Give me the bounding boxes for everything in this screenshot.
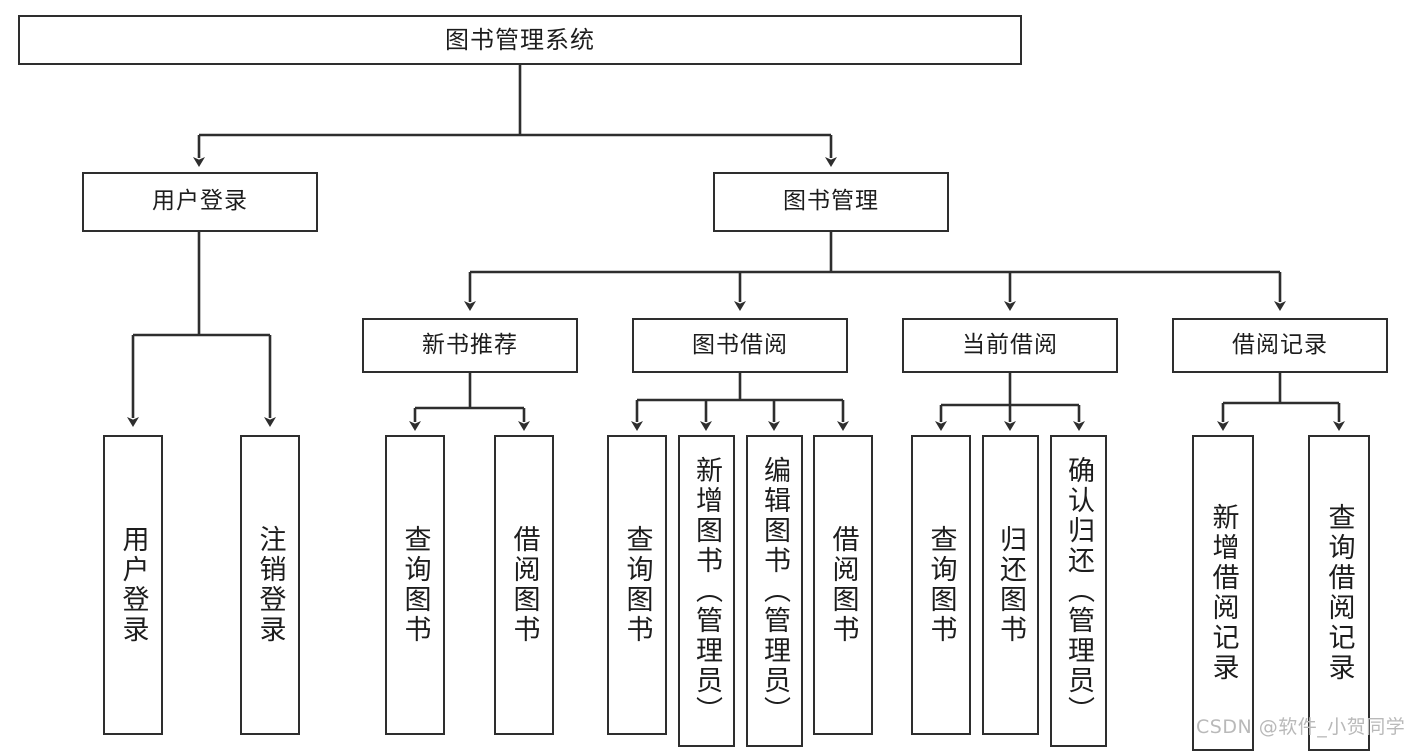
node-label: 编辑图书（管理员） — [759, 456, 790, 726]
node-label: 确认归还（管理员） — [1063, 456, 1094, 726]
node-leaf-user-login[interactable]: 用户登录 — [103, 435, 163, 735]
node-label: 查询图书 — [925, 525, 957, 645]
node-label: 当前借阅 — [962, 331, 1058, 358]
node-label: 借阅记录 — [1232, 331, 1328, 358]
node-new-book-recommend[interactable]: 新书推荐 — [362, 318, 578, 373]
node-label: 用户登录 — [152, 188, 248, 215]
node-label: 图书借阅 — [692, 331, 788, 358]
node-leaf-query-book-2[interactable]: 查询图书 — [607, 435, 667, 735]
node-label: 借阅图书 — [508, 525, 540, 645]
watermark: CSDN @软件_小贺同学 — [1196, 716, 1405, 738]
node-book-manage[interactable]: 图书管理 — [713, 172, 949, 232]
node-leaf-edit-book[interactable]: 编辑图书（管理员） — [746, 435, 803, 747]
node-book-borrow[interactable]: 图书借阅 — [632, 318, 848, 373]
node-label: 用户登录 — [117, 525, 149, 645]
node-leaf-add-record[interactable]: 新增借阅记录 — [1192, 435, 1254, 751]
node-user-login[interactable]: 用户登录 — [82, 172, 318, 232]
node-leaf-query-book-1[interactable]: 查询图书 — [385, 435, 445, 735]
node-label: 新增图书（管理员） — [691, 456, 722, 726]
node-label: 查询图书 — [399, 525, 431, 645]
node-leaf-borrow-book-2[interactable]: 借阅图书 — [813, 435, 873, 735]
node-label: 图书管理 — [783, 188, 879, 215]
node-label: 图书管理系统 — [445, 25, 595, 54]
node-label: 借阅图书 — [827, 525, 859, 645]
node-label: 新增借阅记录 — [1207, 503, 1239, 683]
node-label: 归还图书 — [995, 525, 1026, 645]
node-leaf-add-book[interactable]: 新增图书（管理员） — [678, 435, 735, 747]
node-root-system[interactable]: 图书管理系统 — [18, 15, 1022, 65]
node-current-borrow[interactable]: 当前借阅 — [902, 318, 1118, 373]
node-leaf-user-logout[interactable]: 注销登录 — [240, 435, 300, 735]
node-leaf-query-record[interactable]: 查询借阅记录 — [1308, 435, 1370, 751]
node-leaf-query-book-3[interactable]: 查询图书 — [911, 435, 971, 735]
node-leaf-borrow-book-1[interactable]: 借阅图书 — [494, 435, 554, 735]
node-label: 查询图书 — [621, 525, 653, 645]
node-label: 注销登录 — [254, 525, 286, 645]
node-leaf-return-book[interactable]: 归还图书 — [982, 435, 1039, 735]
node-label: 新书推荐 — [422, 331, 518, 358]
node-leaf-confirm-return[interactable]: 确认归还（管理员） — [1050, 435, 1107, 747]
node-label: 查询借阅记录 — [1323, 503, 1355, 683]
node-borrow-record[interactable]: 借阅记录 — [1172, 318, 1388, 373]
